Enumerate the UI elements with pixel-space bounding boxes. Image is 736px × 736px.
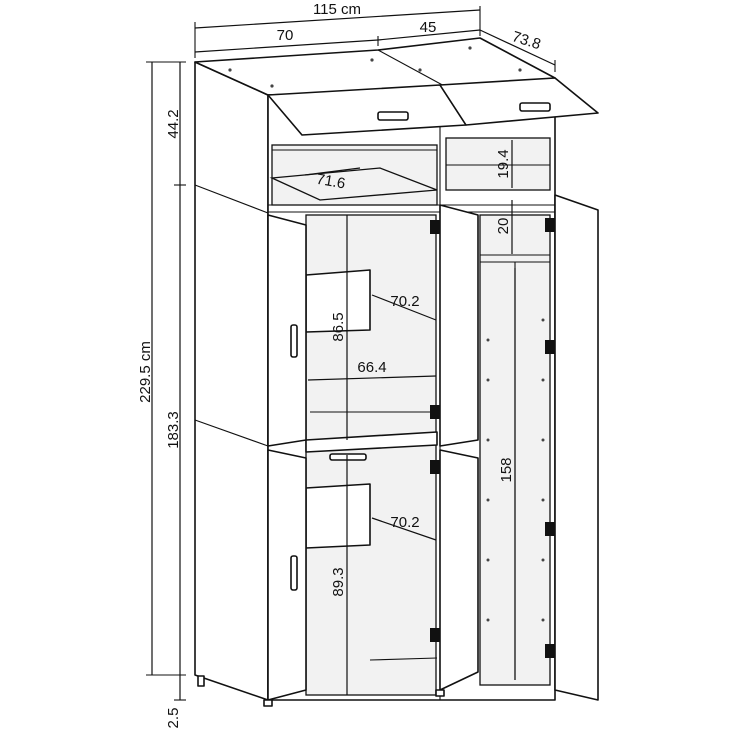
label-left-inner-width: 66.4: [357, 359, 386, 376]
side-seam-middle: [194, 419, 269, 447]
label-left-upper-compartment-height: 86.5: [330, 312, 347, 341]
dimension-labels: 115 cm 70 45 73.8 44.2 229.5 cm 183.3 2.…: [137, 1, 543, 728]
foot-left: [197, 675, 205, 687]
label-right-shelf-gap: 20: [495, 218, 512, 235]
label-left-section-width: 70: [277, 27, 294, 44]
shelf-peg-holes: [486, 318, 545, 622]
top-left-flap[interactable]: [267, 84, 467, 136]
left-side-panel: [194, 61, 269, 701]
label-depth: 73.8: [510, 28, 543, 53]
top-right-flap-handle[interactable]: [519, 102, 551, 112]
label-total-height: 229.5 cm: [137, 341, 154, 403]
top-left-shelf: [269, 167, 438, 201]
left-lower-drawer[interactable]: [305, 483, 371, 549]
left-lower-door-handle[interactable]: [290, 555, 298, 591]
label-left-upper-inner-depth: 70.2: [390, 293, 419, 310]
left-upper-door[interactable]: [267, 214, 307, 447]
top-right-compartment: [445, 137, 551, 191]
cabinet-body: [194, 37, 599, 707]
left-lower-drawer-handle[interactable]: [329, 453, 367, 461]
label-right-section-width: 45: [420, 19, 437, 36]
label-left-lower-compartment-height: 89.3: [330, 567, 347, 596]
label-right-top-compartment-height: 19.4: [495, 149, 512, 178]
center-upper-door[interactable]: [439, 204, 479, 447]
label-top-height: 44.2: [165, 109, 182, 138]
door-hinges: [430, 218, 555, 658]
label-lower-height: 183.3: [165, 411, 182, 449]
label-right-hanging-height: 158: [498, 457, 515, 482]
label-left-top-shelf-depth: 71.6: [315, 171, 347, 193]
dimension-lines: [146, 6, 556, 701]
right-door[interactable]: [554, 194, 599, 701]
left-lower-door[interactable]: [267, 449, 307, 701]
top-split-line: [377, 49, 449, 89]
side-seam-top: [194, 184, 269, 214]
foot-front-left: [263, 699, 273, 707]
top-left-flap-handle[interactable]: [377, 111, 409, 121]
label-left-lower-inner-depth: 70.2: [390, 514, 419, 531]
center-lower-door[interactable]: [439, 449, 479, 691]
left-upper-door-handle[interactable]: [290, 324, 298, 358]
left-middle-shelf: [305, 431, 438, 453]
foot-front-center: [435, 689, 445, 697]
label-foot-height: 2.5: [165, 708, 182, 729]
label-total-width: 115 cm: [313, 1, 361, 18]
top-right-flap[interactable]: [439, 77, 599, 126]
